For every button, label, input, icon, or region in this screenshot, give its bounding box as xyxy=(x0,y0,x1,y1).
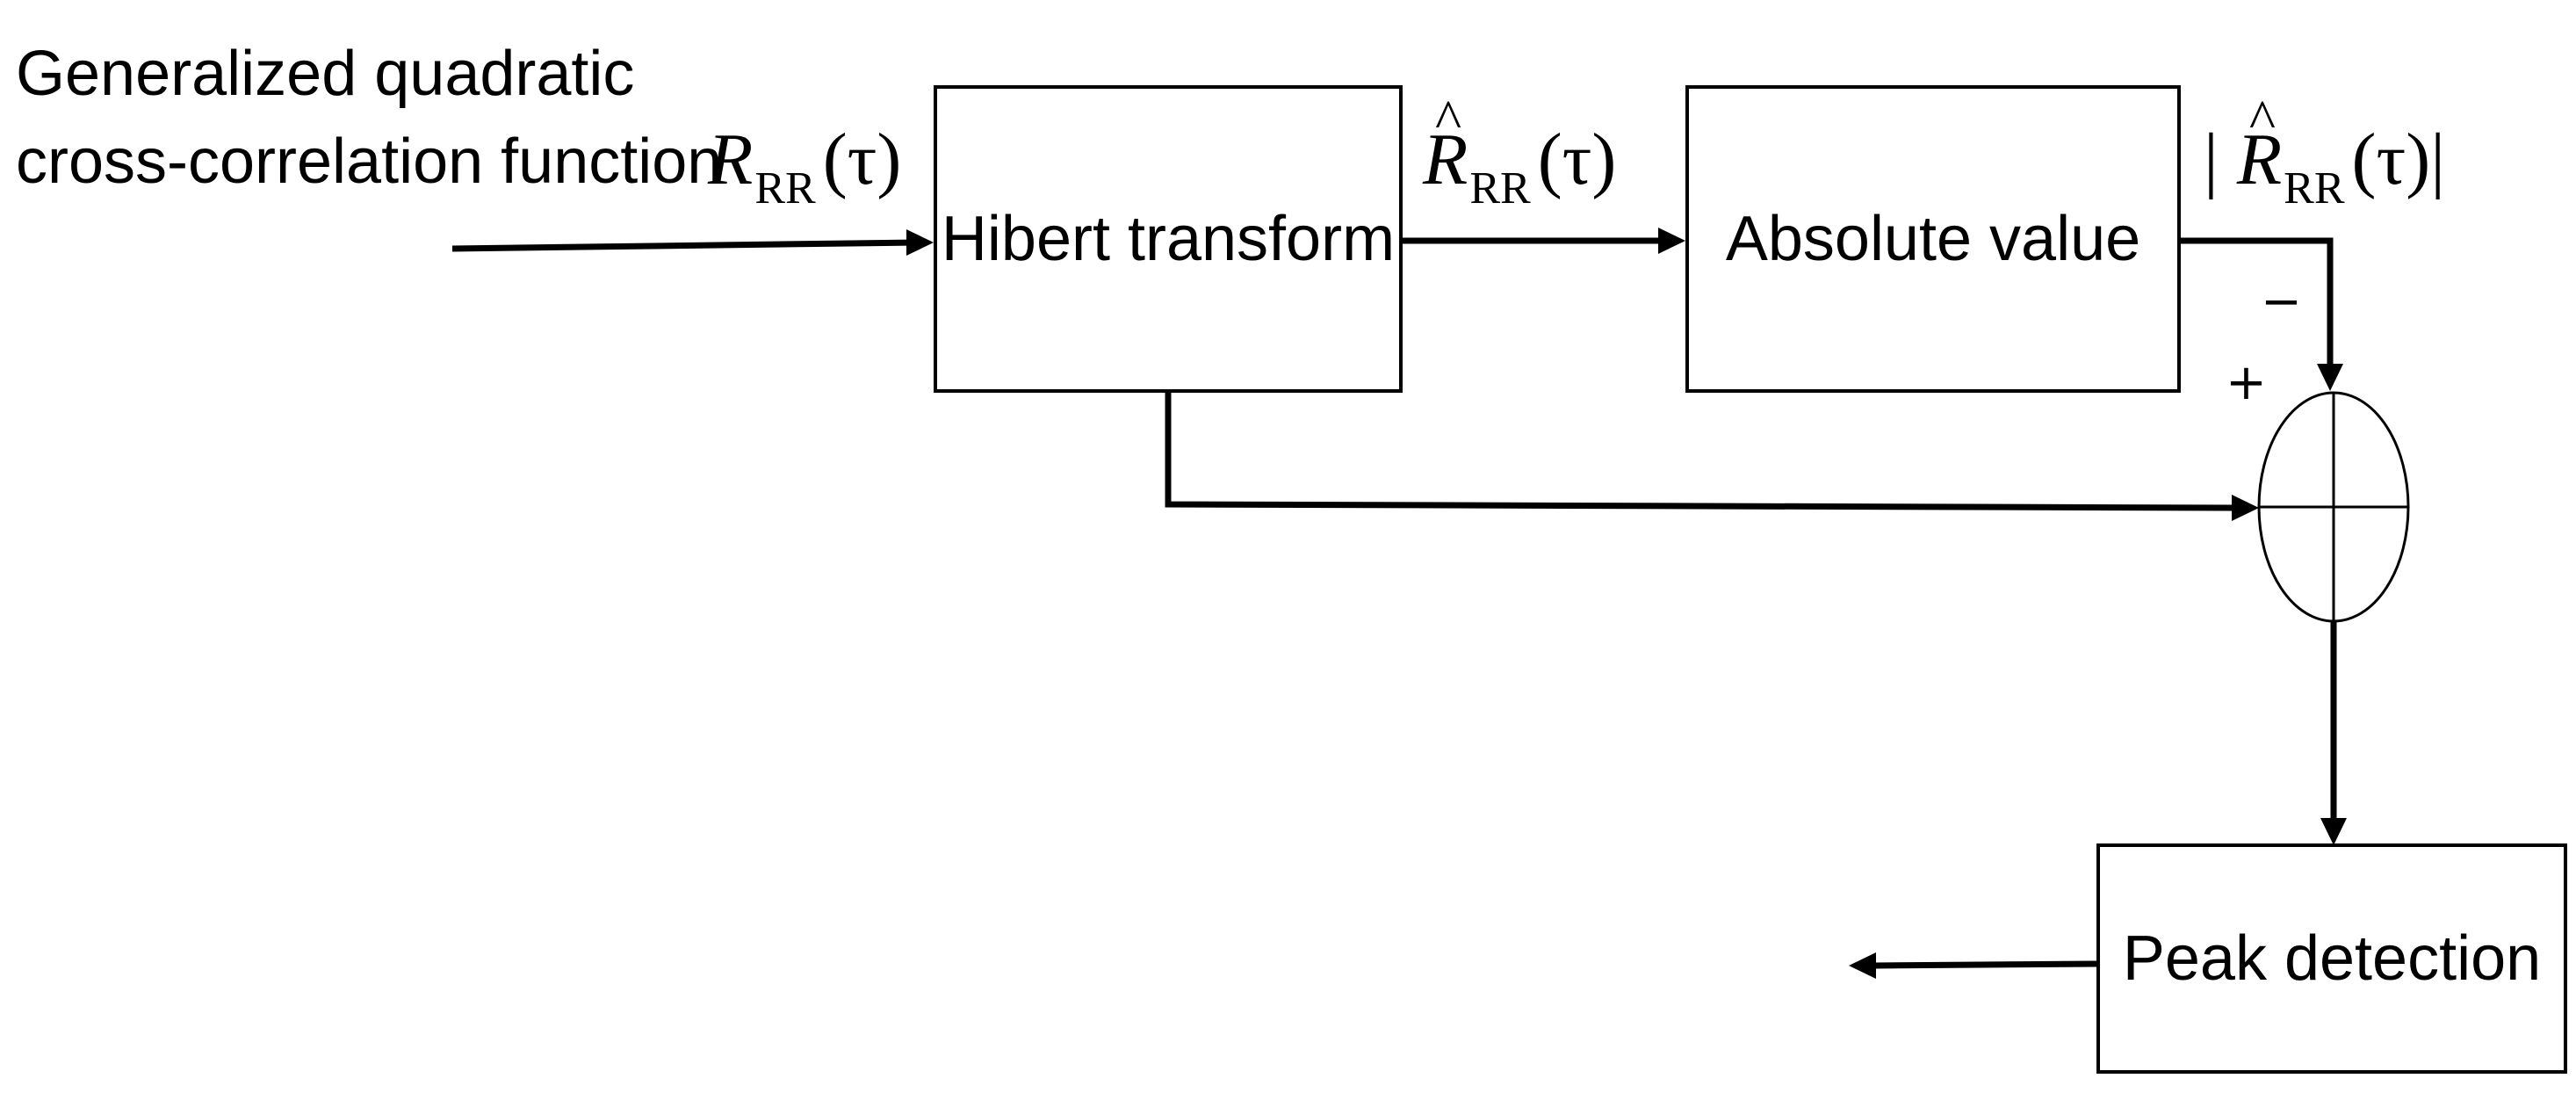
input-signal-subscript: RR xyxy=(754,163,816,214)
abs-bar-left: | xyxy=(2204,119,2219,200)
abs-bar-right: | xyxy=(2430,119,2446,200)
hilbert-transform-label: Hibert transform xyxy=(941,204,1396,274)
hilbert-to-junction-arrowhead xyxy=(2232,495,2259,521)
abs-output-hat: ^ xyxy=(2248,88,2276,150)
abs-to-junction-arrowhead xyxy=(2317,364,2343,391)
summing-junction xyxy=(2257,391,2410,623)
hilbert-output-argument: (τ) xyxy=(1537,119,1617,200)
hilbert-output-symbol: R xyxy=(1423,119,1468,200)
junction-minus-sign: − xyxy=(2261,273,2302,330)
hilbert-output-hat: ^ xyxy=(1435,88,1462,150)
peak-detection-block: Peak detection xyxy=(2096,843,2567,1074)
absolute-value-label: Absolute value xyxy=(1725,204,2141,274)
input-arrowhead xyxy=(906,229,934,256)
input-signal-symbol: R xyxy=(708,119,754,200)
abs-output-subscript: RR xyxy=(2284,163,2345,214)
abs-output-symbol: R xyxy=(2236,119,2283,200)
input-signal-label: RRR(τ) xyxy=(708,119,901,212)
input-arrow xyxy=(451,239,919,252)
input-description: Generalized quadratic cross-correlation … xyxy=(16,30,722,206)
abs-output-label: | ^RRR(τ)| xyxy=(2204,91,2445,212)
input-signal-argument: (τ) xyxy=(822,119,902,200)
abs-output-argument: (τ) xyxy=(2351,119,2431,200)
junction-to-peak-arrowhead xyxy=(2320,818,2347,845)
hilbert-output-subscript: RR xyxy=(1469,163,1531,214)
hilbert-output-label: ^RRR(τ) xyxy=(1423,91,1616,212)
peak-detection-label: Peak detection xyxy=(2122,923,2542,994)
abs-to-junction-wire xyxy=(2181,237,2334,367)
hilbert-to-junction-wire xyxy=(1165,393,2236,511)
hilbert-to-abs-arrowhead xyxy=(1658,228,1685,254)
output-arrow xyxy=(1874,960,2097,969)
junction-plus-sign: + xyxy=(2226,354,2267,411)
output-arrowhead xyxy=(1849,952,1876,979)
absolute-value-block: Absolute value xyxy=(1685,85,2181,393)
input-title-line1: Generalized quadratic xyxy=(16,39,635,109)
hilbert-transform-block: Hibert transform xyxy=(934,85,1403,393)
input-title-line2: cross-correlation function xyxy=(16,127,723,197)
